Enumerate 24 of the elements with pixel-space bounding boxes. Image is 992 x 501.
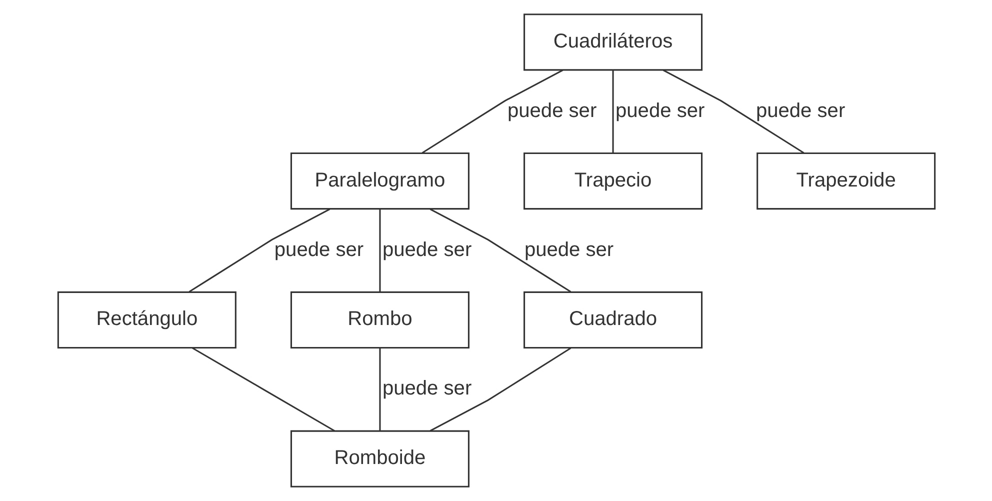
connector	[378, 348, 380, 431]
connector	[662, 70, 804, 154]
edge-label: puede ser	[382, 238, 472, 261]
connector	[188, 208, 330, 292]
edge-label: puede ser	[506, 100, 596, 122]
edge-label: puede ser	[382, 378, 472, 400]
edge-label: puede ser	[274, 238, 364, 261]
node-box: Romboide	[290, 430, 469, 488]
connector	[612, 70, 614, 154]
edge-label: puede ser	[755, 100, 845, 122]
node-box: Paralelogramo	[290, 152, 469, 210]
node-box: Cuadriláteros	[523, 14, 702, 71]
connector	[421, 70, 563, 154]
node-box: Trapecio	[523, 152, 702, 210]
edge-label: puede ser	[615, 100, 704, 122]
connector	[429, 348, 571, 432]
node-box: Rombo	[290, 291, 469, 348]
connector	[378, 209, 380, 292]
node-box: Rectángulo	[56, 291, 236, 348]
connector	[192, 347, 334, 432]
connector	[429, 208, 571, 292]
edge-label: puede ser	[524, 238, 614, 261]
node-box: Trapezoide	[756, 152, 936, 210]
node-box: Cuadrado	[523, 291, 702, 348]
